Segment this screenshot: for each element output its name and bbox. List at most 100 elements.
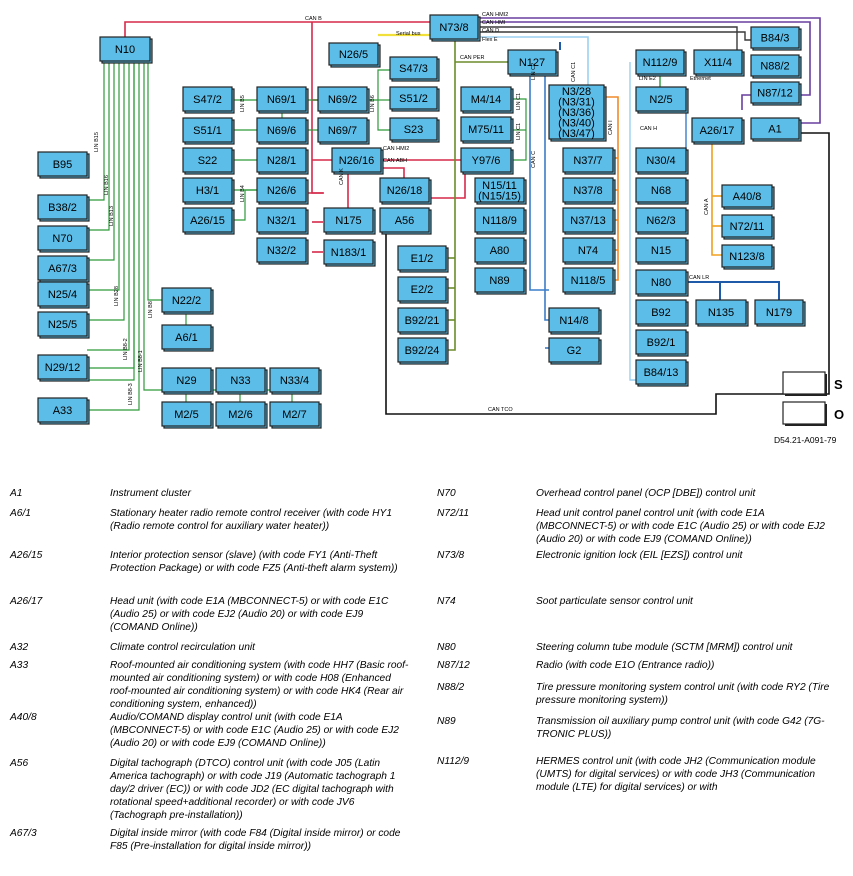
unit-n183-1: N183/1 — [323, 239, 376, 267]
bus-line — [232, 189, 257, 221]
unit-label: N70 — [52, 233, 72, 245]
legend-key: SO — [782, 371, 844, 426]
unit-label: N15/11 — [482, 180, 517, 192]
bus-label: CAN PER — [460, 55, 484, 61]
unit-label: (N15/15) — [478, 190, 521, 202]
bus-line — [381, 159, 466, 199]
legend-code: A40/8 — [10, 712, 37, 723]
unit-n179: N179 — [754, 299, 806, 327]
unit-s22: S22 — [182, 147, 235, 175]
bus-label: LIN B28 — [114, 286, 120, 306]
bus-line — [478, 17, 821, 124]
unit-label: B38/2 — [48, 202, 77, 214]
unit-label: N80 — [651, 277, 671, 289]
unit-label: M4/14 — [471, 94, 502, 106]
legend-code: N87/12 — [437, 660, 470, 671]
unit-n89: N89 — [474, 267, 527, 295]
legend-code: A26/17 — [10, 596, 43, 607]
legend-description: Head unit (with code E1A (MBCONNECT-5) o… — [110, 596, 389, 633]
unit-label: S47/2 — [193, 94, 222, 106]
bus-line — [478, 36, 589, 85]
unit-b84-3: B84/3 — [750, 26, 802, 51]
unit-label: B92/1 — [647, 337, 676, 349]
unit-n26-16: N26/16 — [331, 147, 384, 175]
unit-n135: N135 — [695, 299, 749, 327]
legend-description: HERMES control unit (with code JH2 (Comm… — [536, 756, 816, 793]
unit-n26-5: N26/5 — [328, 42, 381, 68]
unit-n26-18: N26/18 — [379, 177, 432, 205]
unit-label: N112/9 — [643, 57, 678, 69]
unit-label: B92/21 — [405, 315, 440, 327]
bus-label: LIN B4 — [240, 185, 246, 202]
bus-line — [544, 74, 549, 321]
unit-n32-1: N32/1 — [256, 207, 309, 235]
unit-label: N37/13 — [570, 215, 605, 227]
unit-m2-6: M2/6 — [215, 401, 268, 429]
legend-description: Digital inside mirror (with code F84 (Di… — [110, 828, 401, 852]
unit-label: A6/1 — [175, 332, 198, 344]
bus-label: Ethernet — [690, 76, 711, 82]
bus-line — [377, 100, 390, 131]
bus-label: LIN B6 — [370, 95, 376, 112]
unit-e1-2: E1/2 — [397, 245, 449, 273]
unit-n62-3: N62/3 — [635, 207, 689, 235]
bus-label: LIN C1 — [516, 93, 522, 110]
bus-label: Serial bus — [396, 31, 421, 37]
unit-label: N37/8 — [573, 185, 602, 197]
unit-label: N3/28 — [562, 86, 591, 98]
unit-label: B92 — [651, 307, 671, 319]
unit-label: N62/3 — [646, 215, 675, 227]
bus-label: CAN A — [704, 198, 710, 215]
key-item: O — [782, 401, 844, 426]
key-symbol: O — [834, 407, 844, 422]
unit-n3-28: N3/28(N3/31)(N3/36)(N3/40)(N3/47) — [548, 84, 607, 142]
legend-description: Head unit control panel control unit (wi… — [536, 508, 825, 545]
unit-label: N37/7 — [573, 155, 602, 167]
unit-n69-2: N69/2 — [317, 86, 370, 114]
unit-label: X11/4 — [704, 57, 732, 69]
bus-label: CAN H — [640, 126, 657, 132]
legend-description: Steering column tube module (SCTM [MRM])… — [536, 642, 793, 653]
bus-line — [381, 167, 405, 178]
bus-label: LIN C2 — [531, 63, 537, 80]
bus-line — [87, 61, 125, 321]
unit-n33: N33 — [215, 367, 268, 395]
bus-label: CAN K — [339, 168, 345, 185]
legend-code: A32 — [10, 642, 29, 653]
unit-b92-21: B92/21 — [397, 307, 449, 335]
unit-s47-2: S47/2 — [182, 86, 235, 114]
unit-label: N33 — [230, 375, 250, 387]
unit-label: N32/2 — [267, 245, 296, 257]
unit-n22-2: N22/2 — [161, 287, 214, 315]
unit-n74: N74 — [562, 237, 616, 265]
unit-n30-4: N30/4 — [635, 147, 689, 175]
bus-label: LIN B8 — [148, 301, 154, 318]
legend-description: Instrument cluster — [110, 488, 191, 499]
legend-code: N112/9 — [437, 756, 470, 767]
bus-line — [87, 61, 130, 351]
legend-code: A6/1 — [10, 508, 31, 519]
unit-label: A40/8 — [733, 191, 762, 203]
unit-label: N32/1 — [267, 215, 296, 227]
unit-n33-4: N33/4 — [269, 367, 322, 395]
unit-n88-2: N88/2 — [750, 54, 802, 79]
key-symbol: S — [834, 377, 843, 392]
unit-n69-1: N69/1 — [256, 86, 309, 114]
legend-description: Electronic ignition lock (EIL [EZS]) con… — [536, 550, 743, 561]
unit-n28-1: N28/1 — [256, 147, 309, 175]
unit-x11-4: X11/4 — [693, 49, 745, 77]
unit-n37-8: N37/8 — [562, 177, 616, 205]
unit-label: M2/5 — [174, 409, 198, 421]
unit-label: S51/1 — [193, 125, 222, 137]
bus-label: LIN B5 — [240, 95, 246, 112]
legend-code: A26/15 — [10, 550, 43, 561]
bus-label: LIN B8-2 — [123, 338, 129, 360]
unit-n112-9: N112/9 — [635, 49, 687, 77]
legend-description: Tire pressure monitoring system control … — [536, 682, 830, 706]
unit-s51-1: S51/1 — [182, 117, 235, 145]
unit-label: N29/12 — [45, 362, 80, 374]
unit-n15-11: N15/11(N15/15) — [474, 177, 527, 205]
unit-label: A33 — [53, 405, 73, 417]
unit-label: A1 — [768, 124, 781, 136]
